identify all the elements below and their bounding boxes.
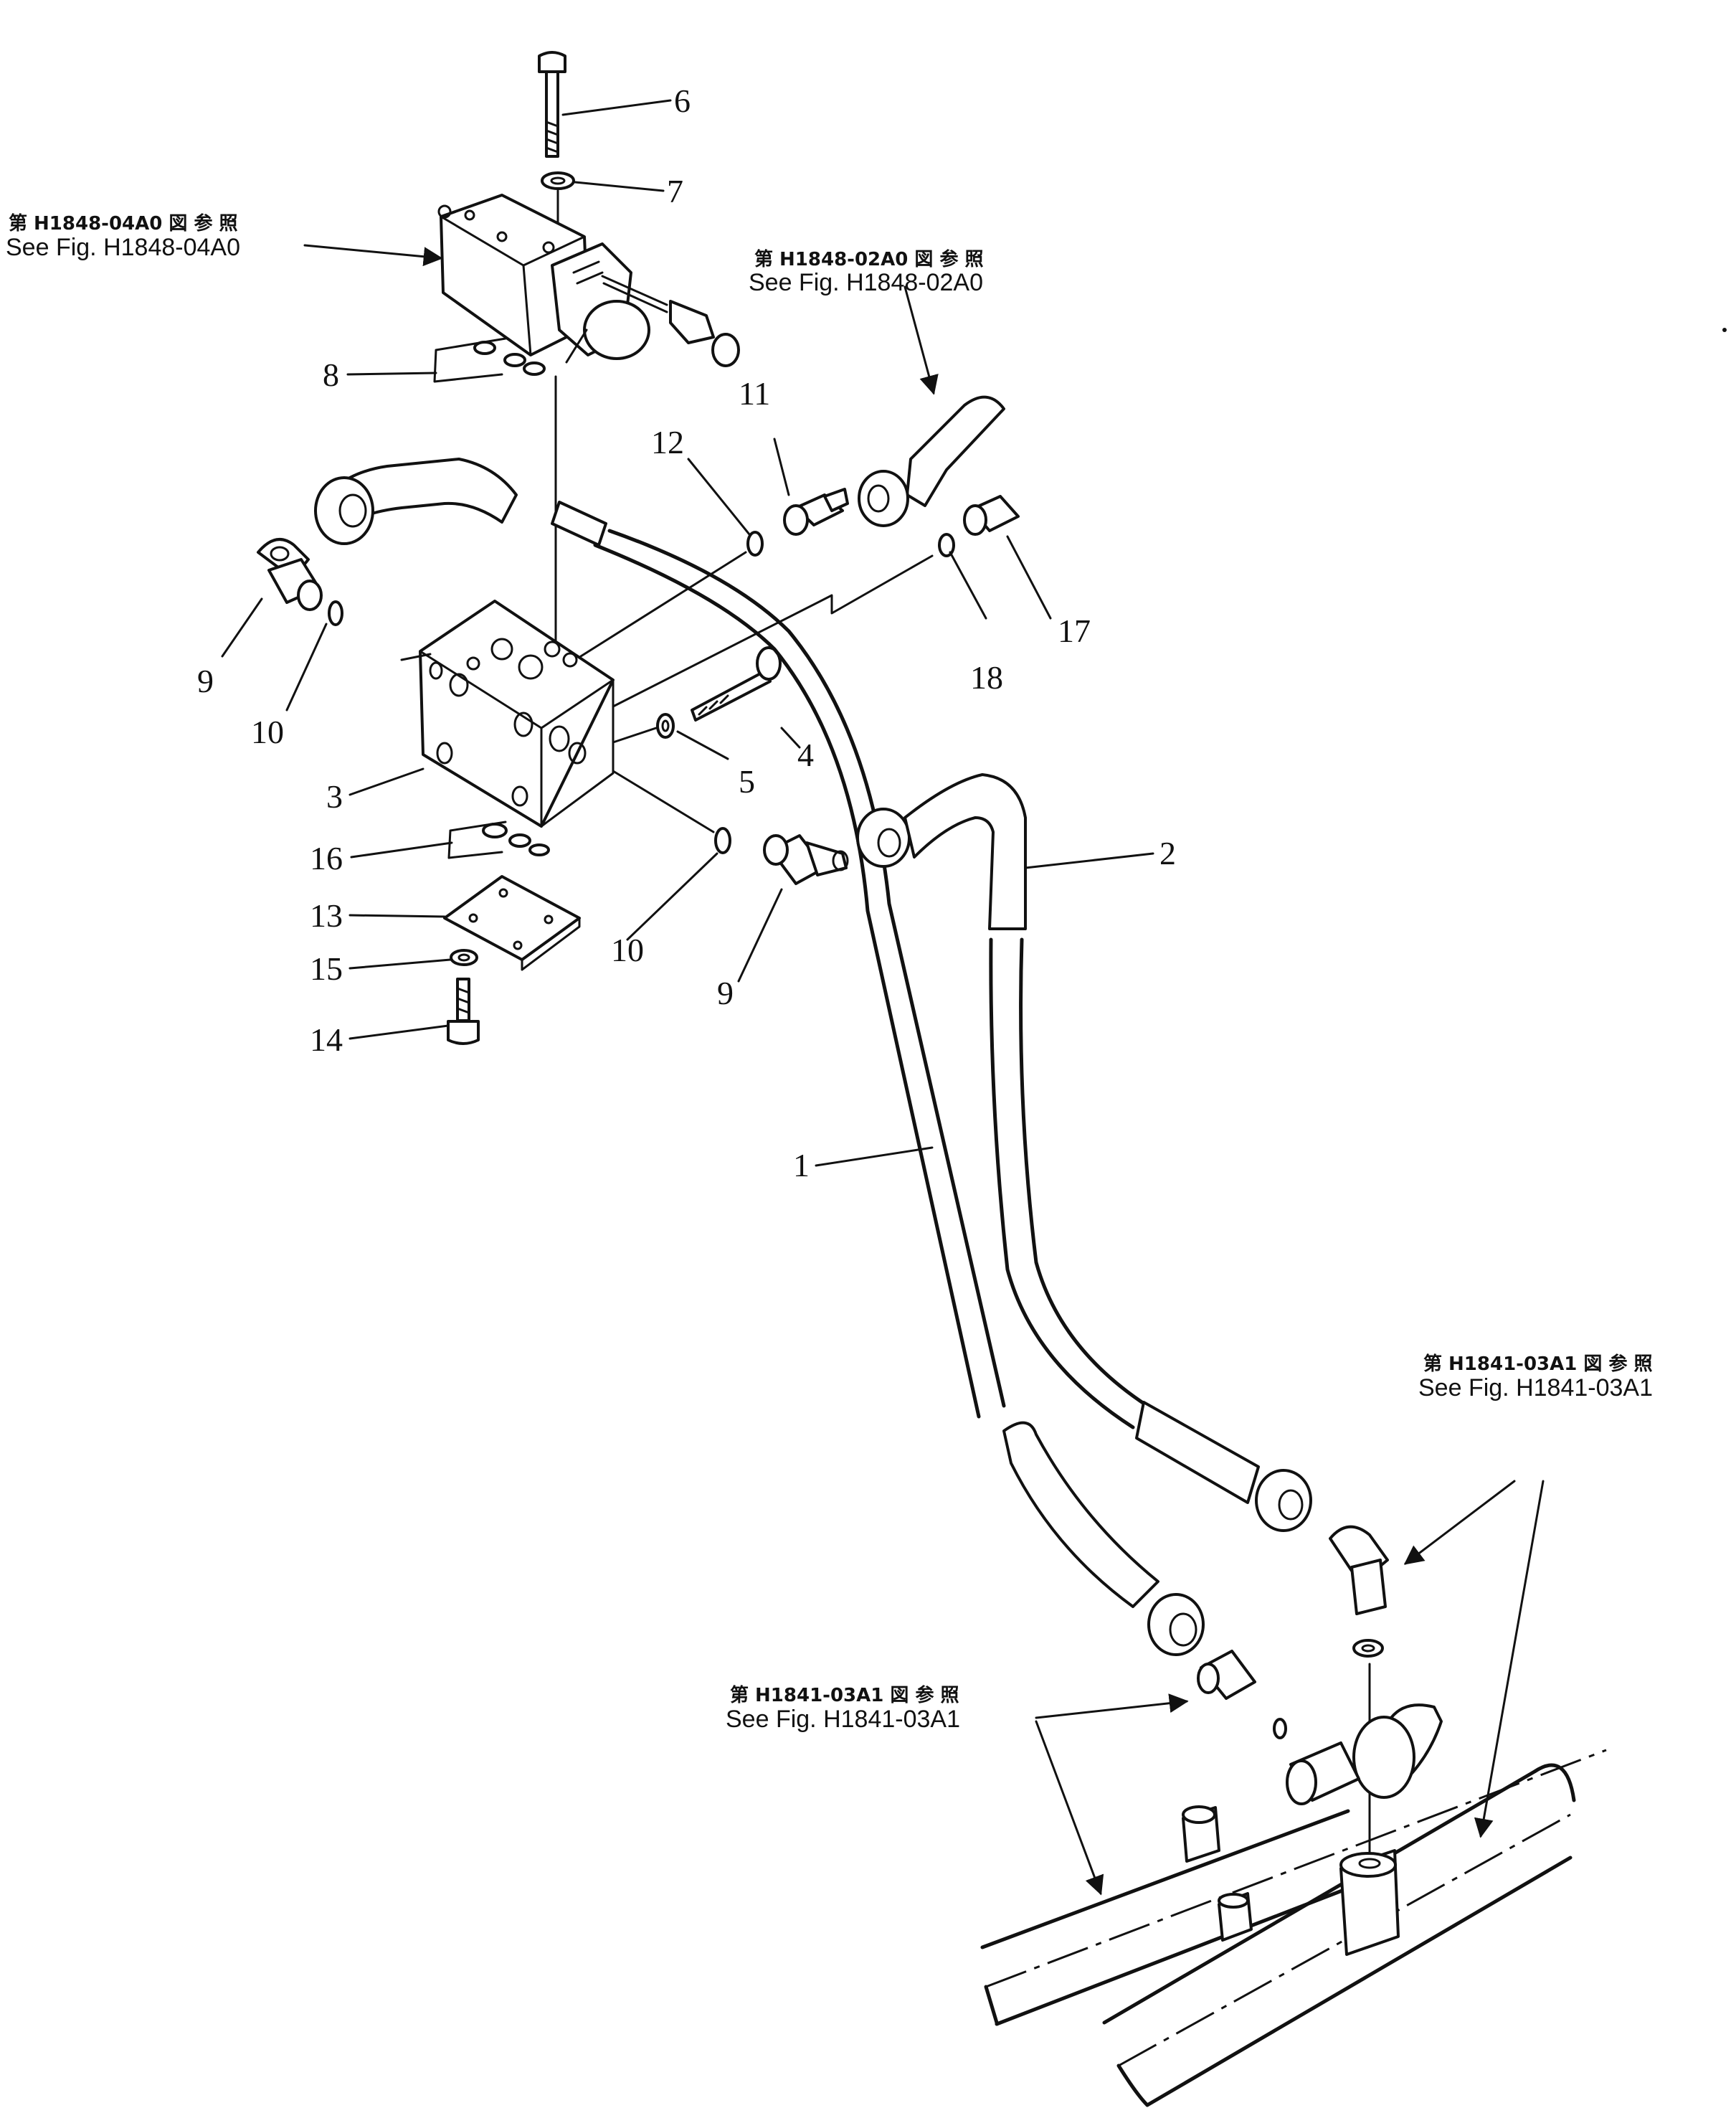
callout-3: 3 xyxy=(326,778,343,815)
washer-part-7 xyxy=(541,171,575,190)
callout-2: 2 xyxy=(1159,835,1176,871)
elbow-fitting-part-9-lower xyxy=(763,834,849,885)
ref-h1841-03a1-bottom: 第 H1841-03A1 図 参 照 See Fig. H1841-03A1 xyxy=(726,1684,960,1733)
callout-10-upper: 10 xyxy=(251,714,284,750)
plug-part-17 xyxy=(963,495,1020,536)
ref-h1848-02a0-jp: 第 H1848-02A0 図 参 照 xyxy=(754,248,984,270)
callouts: 1 2 3 4 5 6 7 8 9 9 10 10 11 12 13 14 15… xyxy=(197,82,1176,1183)
ref-h1841-03a1-right-en: See Fig. H1841-03A1 xyxy=(1418,1374,1653,1401)
washer-part-5 xyxy=(656,713,675,739)
ref-h1848-04a0-en: See Fig. H1848-04A0 xyxy=(6,234,240,261)
o-rings-part-16 xyxy=(447,821,550,859)
hose-part-1 xyxy=(314,458,1205,1656)
callout-15: 15 xyxy=(310,950,343,987)
speck xyxy=(1722,328,1727,332)
cover-plate-part-13 xyxy=(443,875,581,971)
callout-18: 18 xyxy=(970,659,1003,696)
callout-4: 4 xyxy=(797,737,814,773)
callout-5: 5 xyxy=(739,763,755,800)
manifold-block-part-3 xyxy=(419,600,615,828)
ref-h1848-04a0-jp: 第 H1848-04A0 図 参 照 xyxy=(9,212,238,235)
o-ring-part-18 xyxy=(938,533,955,557)
callout-12: 12 xyxy=(651,424,684,460)
elbow-fitting-part-9-upper xyxy=(257,538,323,611)
bolt-part-6 xyxy=(538,51,566,158)
reference-arrows xyxy=(303,244,1545,1896)
callout-13: 13 xyxy=(310,897,343,934)
ref-h1848-02a0: 第 H1848-02A0 図 参 照 See Fig. H1848-02A0 xyxy=(749,248,984,296)
callout-14: 14 xyxy=(310,1021,343,1058)
callout-17: 17 xyxy=(1058,613,1091,649)
washer-part-15 xyxy=(450,949,478,966)
o-ring-part-12 xyxy=(746,531,764,557)
callout-6: 6 xyxy=(674,82,691,119)
bolt-part-14 xyxy=(447,978,480,1045)
bolt-part-4 xyxy=(691,646,782,722)
leader-lines xyxy=(221,99,1154,1167)
o-ring-part-10-lower xyxy=(714,827,731,854)
ref-h1841-03a1-right: 第 H1841-03A1 図 参 照 See Fig. H1841-03A1 xyxy=(1418,1353,1653,1401)
o-rings-part-8 xyxy=(433,337,546,383)
callout-8: 8 xyxy=(323,356,339,393)
lower-elbow-fitting xyxy=(1329,1525,1389,1658)
callout-7: 7 xyxy=(667,173,683,209)
callout-9-upper: 9 xyxy=(197,663,214,699)
lower-adapter xyxy=(1197,1650,1287,1739)
callout-11: 11 xyxy=(739,375,770,412)
callout-10-lower: 10 xyxy=(611,932,644,968)
ref-h1841-03a1-bottom-en: See Fig. H1841-03A1 xyxy=(726,1706,960,1733)
solenoid-valve-assembly xyxy=(437,194,740,367)
adapter-part-11 xyxy=(783,488,849,536)
callout-1: 1 xyxy=(793,1147,810,1183)
ref-h1848-02a0-en: See Fig. H1848-02A0 xyxy=(749,269,983,296)
ref-h1841-03a1-right-jp: 第 H1841-03A1 図 参 照 xyxy=(1423,1353,1653,1375)
hose-part-2 xyxy=(856,773,1312,1532)
callout-9-lower: 9 xyxy=(717,975,734,1011)
hose-to-h1848-02a0 xyxy=(858,395,1005,527)
steering-pipe-assembly xyxy=(980,1703,1607,2107)
ref-h1848-04a0: 第 H1848-04A0 図 参 照 See Fig. H1848-04A0 xyxy=(6,212,240,261)
ref-h1841-03a1-bottom-jp: 第 H1841-03A1 図 参 照 xyxy=(730,1684,959,1706)
o-ring-part-10-upper xyxy=(328,600,343,626)
callout-16: 16 xyxy=(310,840,343,876)
